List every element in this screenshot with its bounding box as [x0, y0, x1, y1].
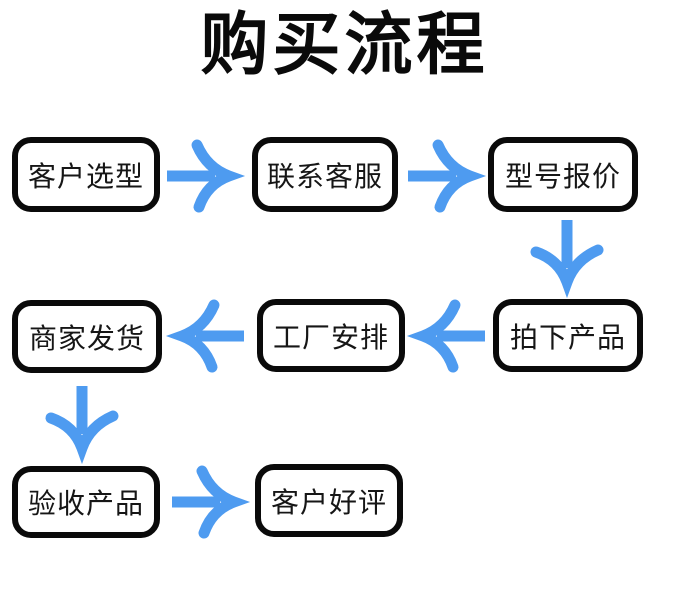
- step-label: 客户好评: [270, 486, 387, 518]
- step-box-model-quote: 型号报价: [488, 137, 638, 212]
- diagram-title: 购买流程: [200, 7, 489, 83]
- step-box-place-order: 拍下产品: [493, 299, 643, 372]
- step-box-inspect-product: 验收产品: [12, 466, 160, 538]
- arrow-down-icon: [45, 386, 119, 465]
- arrow-left-icon: [406, 299, 485, 373]
- step-box-seller-ship: 商家发货: [12, 300, 162, 373]
- step-box-factory-arrange: 工厂安排: [257, 299, 405, 372]
- step-label: 工厂安排: [272, 321, 389, 353]
- arrow-right-icon: [167, 139, 246, 213]
- step-label: 验收产品: [27, 488, 144, 519]
- arrow-down-icon: [530, 220, 604, 299]
- step-label: 商家发货: [28, 322, 145, 354]
- step-label: 型号报价: [504, 160, 621, 192]
- step-label: 客户选型: [27, 160, 144, 192]
- arrow-right-icon: [172, 465, 251, 539]
- step-box-customer-review: 客户好评: [255, 464, 403, 537]
- step-label: 联系客服: [266, 160, 383, 192]
- arrow-right-icon: [408, 139, 487, 213]
- step-box-customer-selection: 客户选型: [12, 137, 160, 212]
- step-label: 拍下产品: [509, 321, 626, 353]
- step-box-contact-service: 联系客服: [252, 137, 398, 212]
- arrow-left-icon: [165, 299, 244, 373]
